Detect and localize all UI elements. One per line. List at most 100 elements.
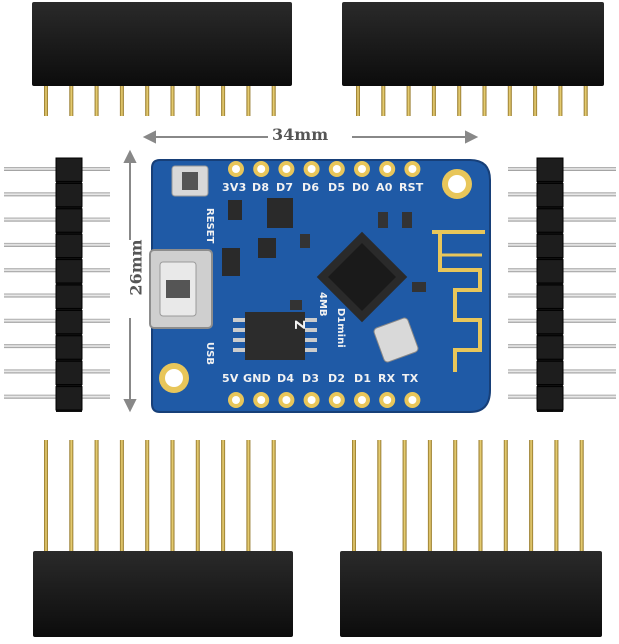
header-segment (536, 360, 564, 386)
header-pin (119, 440, 124, 551)
pin-label-d4: D4 (277, 372, 295, 385)
header-pin (69, 86, 74, 116)
chip-leg (305, 348, 317, 352)
header-pin (533, 86, 538, 116)
header-segment (536, 309, 564, 335)
esp8266-chip (316, 231, 408, 323)
header-pin (457, 86, 462, 116)
header-pin (406, 86, 411, 116)
header-pin (246, 86, 251, 116)
height-dimension-label: 26mm (126, 239, 146, 296)
width-dimension-label: 34mm (272, 125, 329, 144)
d1-mini-board (149, 159, 491, 413)
height-dimension-arrow (123, 149, 137, 413)
header-pin (431, 86, 436, 116)
pin-label-d2: D2 (328, 372, 346, 385)
male-header-left (4, 157, 110, 412)
header-pin (195, 86, 200, 116)
header-pin (69, 440, 74, 551)
header-pin (170, 440, 175, 551)
header-pin (44, 440, 48, 551)
chip-leg (305, 328, 317, 332)
pin-label-a0: A0 (376, 181, 393, 194)
header-pin (246, 440, 251, 551)
pin-label-d3: D3 (302, 372, 320, 385)
pin-label-d5: D5 (328, 181, 346, 194)
header-segment (55, 259, 83, 284)
header-segment (55, 284, 83, 309)
header-segment (55, 386, 83, 411)
pin-label-d6: D6 (302, 181, 320, 194)
header-pin (195, 440, 200, 551)
chip-marking: Z (291, 320, 306, 330)
model-label: D1mini (335, 308, 346, 348)
header-pin (271, 440, 276, 551)
header-pin (529, 440, 534, 551)
reset-label: RESET (204, 208, 215, 244)
pin-label-d8: D8 (252, 181, 270, 194)
female-header-bottom-right (340, 440, 602, 637)
header-pin (221, 440, 226, 551)
header-pin (145, 440, 150, 551)
header-segment (55, 182, 83, 208)
header-segment (55, 335, 83, 360)
header-segment (55, 360, 83, 386)
header-segment (536, 208, 564, 233)
header-pin (402, 440, 407, 551)
pin-label-d0: D0 (352, 181, 370, 194)
header-segment (55, 157, 83, 182)
chip-leg (233, 338, 245, 342)
pin-label-gnd: GND (243, 372, 271, 385)
header-pin (44, 86, 48, 116)
header-pin (145, 86, 150, 116)
pin-label-d1: D1 (354, 372, 372, 385)
header-pin (507, 86, 512, 116)
header-segment (536, 335, 564, 360)
pin-label-rx: RX (378, 372, 396, 385)
header-pin (482, 86, 487, 116)
chip-leg (233, 318, 245, 322)
pin-label-tx: TX (402, 372, 419, 385)
pin-label-3v3: 3V3 (222, 181, 247, 194)
header-segment (536, 157, 564, 182)
header-pin (94, 86, 99, 116)
width-dimension-arrow (142, 130, 479, 144)
female-header-top-left (32, 2, 292, 116)
pin-label-5v: 5V (222, 372, 239, 385)
header-segment (55, 309, 83, 335)
header-pin (579, 440, 584, 551)
header-pin (352, 440, 356, 551)
flash-size-label: 4MB (317, 292, 328, 317)
header-segment (536, 259, 564, 284)
header-pin (221, 86, 226, 116)
header-pin (170, 86, 175, 116)
female-header-bottom-left (33, 440, 293, 637)
usb-label: USB (204, 342, 215, 365)
pin-label-d7: D7 (276, 181, 294, 194)
header-pin (377, 440, 382, 551)
chip-leg (305, 338, 317, 342)
header-pin (554, 440, 559, 551)
header-segment (536, 386, 564, 411)
header-pin (583, 86, 588, 116)
chip-leg (233, 348, 245, 352)
header-pin (478, 440, 483, 551)
header-segment (536, 284, 564, 309)
header-pin (271, 86, 276, 116)
header-segment (55, 208, 83, 233)
header-pin (356, 86, 360, 116)
male-header-right (508, 157, 616, 412)
female-header-top-right (342, 2, 604, 116)
flash-chip (233, 312, 317, 360)
header-pin (453, 440, 458, 551)
header-segment (536, 182, 564, 208)
pin-label-rst: RST (399, 181, 424, 194)
chip-leg (233, 328, 245, 332)
header-pin (503, 440, 508, 551)
header-pin (381, 86, 386, 116)
header-pin (119, 86, 124, 116)
chip-leg (305, 318, 317, 322)
header-segment (536, 233, 564, 259)
